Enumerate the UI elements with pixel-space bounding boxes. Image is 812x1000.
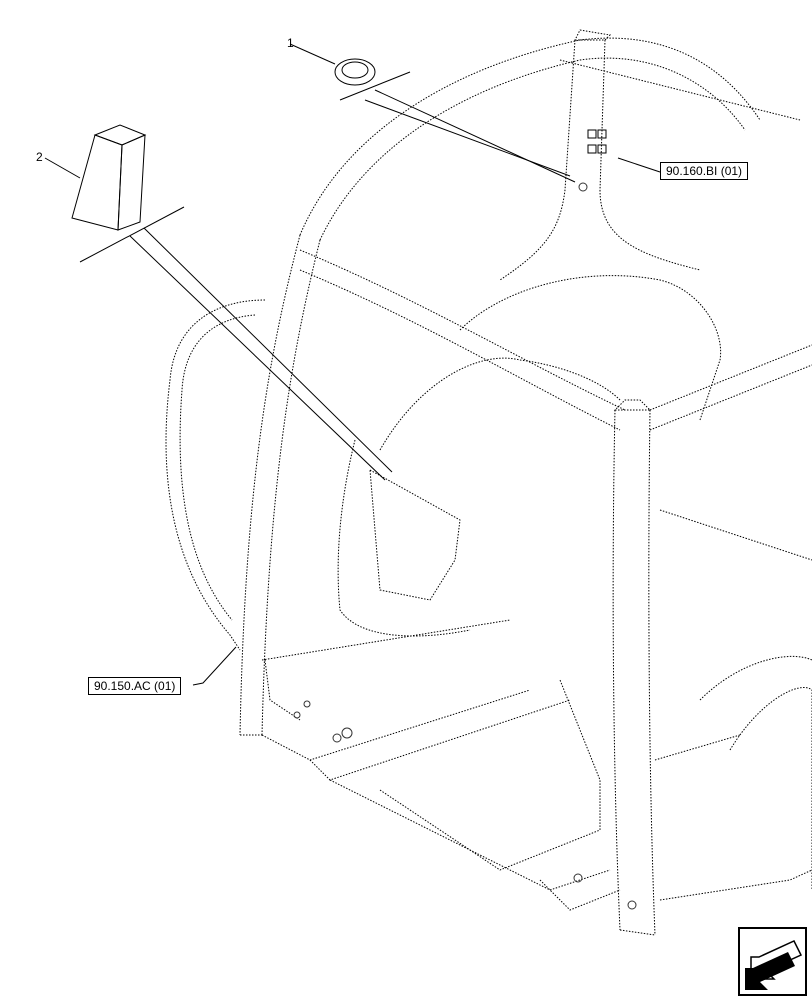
right-rear-step [659, 869, 812, 901]
leader-2 [44, 157, 393, 481]
windscreen-top-bar-lower [299, 269, 621, 431]
floor-step [309, 699, 571, 781]
right-side-rail [649, 344, 812, 411]
column-top [574, 29, 612, 41]
floor-ridge [539, 879, 621, 911]
right-rear-panel [699, 655, 812, 701]
left-door-outline [165, 299, 266, 651]
navigation-button[interactable] [739, 928, 806, 995]
roof-rail-right [559, 59, 801, 121]
dash-panel [379, 357, 621, 451]
steering-column-left [499, 39, 576, 281]
part-1-grommet [334, 58, 376, 86]
left-door-inner [179, 314, 256, 621]
console-left [337, 439, 471, 637]
floor-plate [379, 679, 601, 871]
part-2-foam-block [71, 124, 147, 231]
steering-column-right [599, 39, 701, 271]
reference-link-90-160-bi[interactable]: 90.160.BI (01) [660, 162, 749, 180]
left-pillar-front [239, 234, 301, 736]
floor-front [261, 689, 531, 761]
right-side-rail-2 [649, 364, 812, 431]
right-pillar-front [612, 409, 621, 931]
callout-number-2: 2 [36, 150, 43, 164]
right-rear-seat [729, 687, 812, 890]
roof-arch-outer [299, 37, 761, 236]
right-side-lower [659, 509, 812, 561]
console-shroud [369, 469, 461, 601]
right-floor [654, 734, 741, 761]
floor-left-edge [261, 619, 511, 661]
right-pillar-back [648, 409, 656, 936]
roof-arch-inner [319, 57, 746, 241]
dash-outline [459, 275, 722, 421]
right-pillar-foot [619, 929, 656, 936]
leader-ref-top [617, 157, 661, 173]
arrow-bottom-left-icon [745, 952, 795, 990]
left-floor-rail [264, 659, 301, 721]
windscreen-top-bar [299, 249, 626, 411]
leader-ref-left [192, 646, 237, 686]
left-pillar-back [261, 239, 321, 736]
reference-link-90-150-ac[interactable]: 90.150.AC (01) [88, 677, 182, 695]
leader-1 [289, 43, 576, 183]
right-pillar-top [613, 399, 652, 411]
callout-number-1: 1 [287, 36, 294, 50]
floor-rear [329, 779, 611, 891]
